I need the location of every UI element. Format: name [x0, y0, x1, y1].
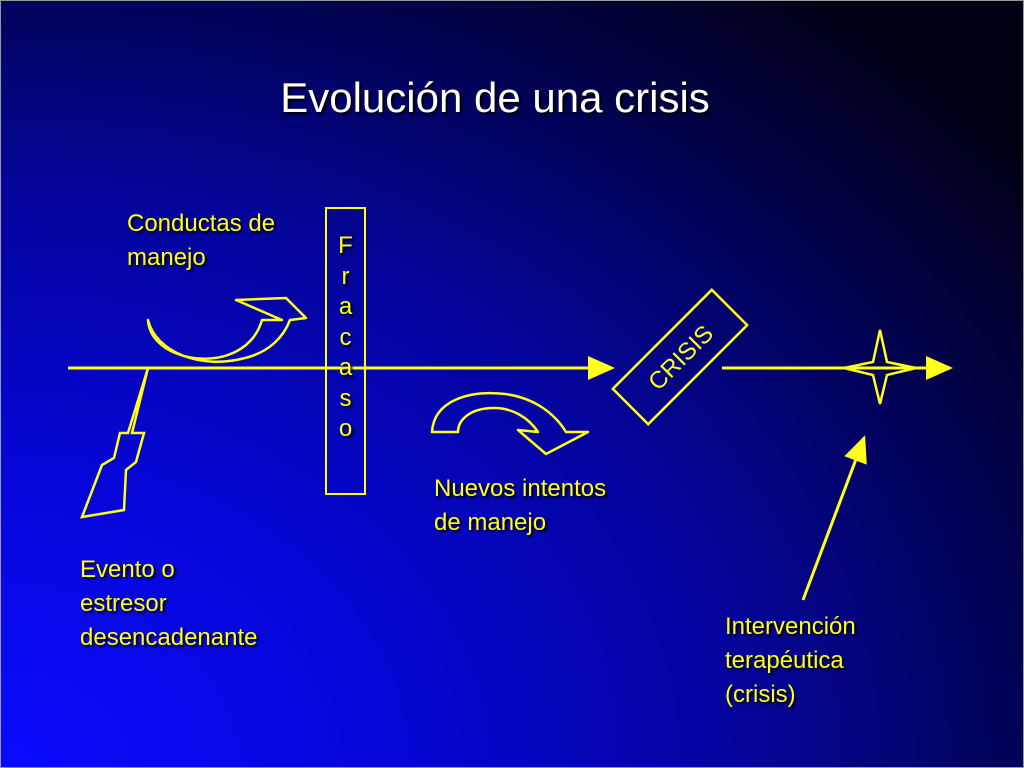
u-turn-arrow-down-icon [430, 392, 590, 456]
evento-label: Evento o estresor desencadenante [80, 553, 258, 655]
u-turn-arrow-up-icon [146, 296, 308, 363]
intervencion-line: terapéutica [725, 647, 844, 674]
evento-line: Evento o [80, 556, 175, 583]
evento-line: estresor [80, 590, 167, 617]
fracaso-letter: o [338, 415, 353, 442]
nuevos-intentos-label: Nuevos intentos de manejo [434, 472, 606, 540]
fracaso-letter: r [341, 262, 350, 290]
four-point-star-icon [843, 329, 917, 405]
intervencion-line: (crisis) [725, 681, 796, 708]
evento-line: desencadenante [80, 624, 258, 651]
fracaso-letter: a [338, 293, 353, 320]
fracaso-letter: F [338, 232, 353, 259]
lightning-bolt-icon [80, 367, 150, 519]
fracaso-letter: c [339, 323, 352, 351]
fracaso-letter: s [339, 384, 352, 412]
conductas-label: Conductas de manejo [127, 207, 275, 275]
nuevos-line: Nuevos intentos [434, 475, 607, 502]
fracaso-box: F r a c a s o [325, 207, 366, 495]
crisis-box: CRISIS [611, 288, 749, 426]
nuevos-line: de manejo [434, 509, 547, 536]
conductas-line: Conductas de [127, 210, 276, 237]
intervencion-label: Intervención terapéutica (crisis) [725, 610, 856, 712]
slide-title: Evolución de una crisis [280, 74, 710, 121]
conductas-line: manejo [127, 244, 206, 271]
fracaso-letter: a [338, 354, 353, 381]
intervention-arrow [801, 435, 867, 601]
intervencion-line: Intervención [725, 613, 856, 640]
crisis-label: CRISIS [643, 320, 719, 396]
